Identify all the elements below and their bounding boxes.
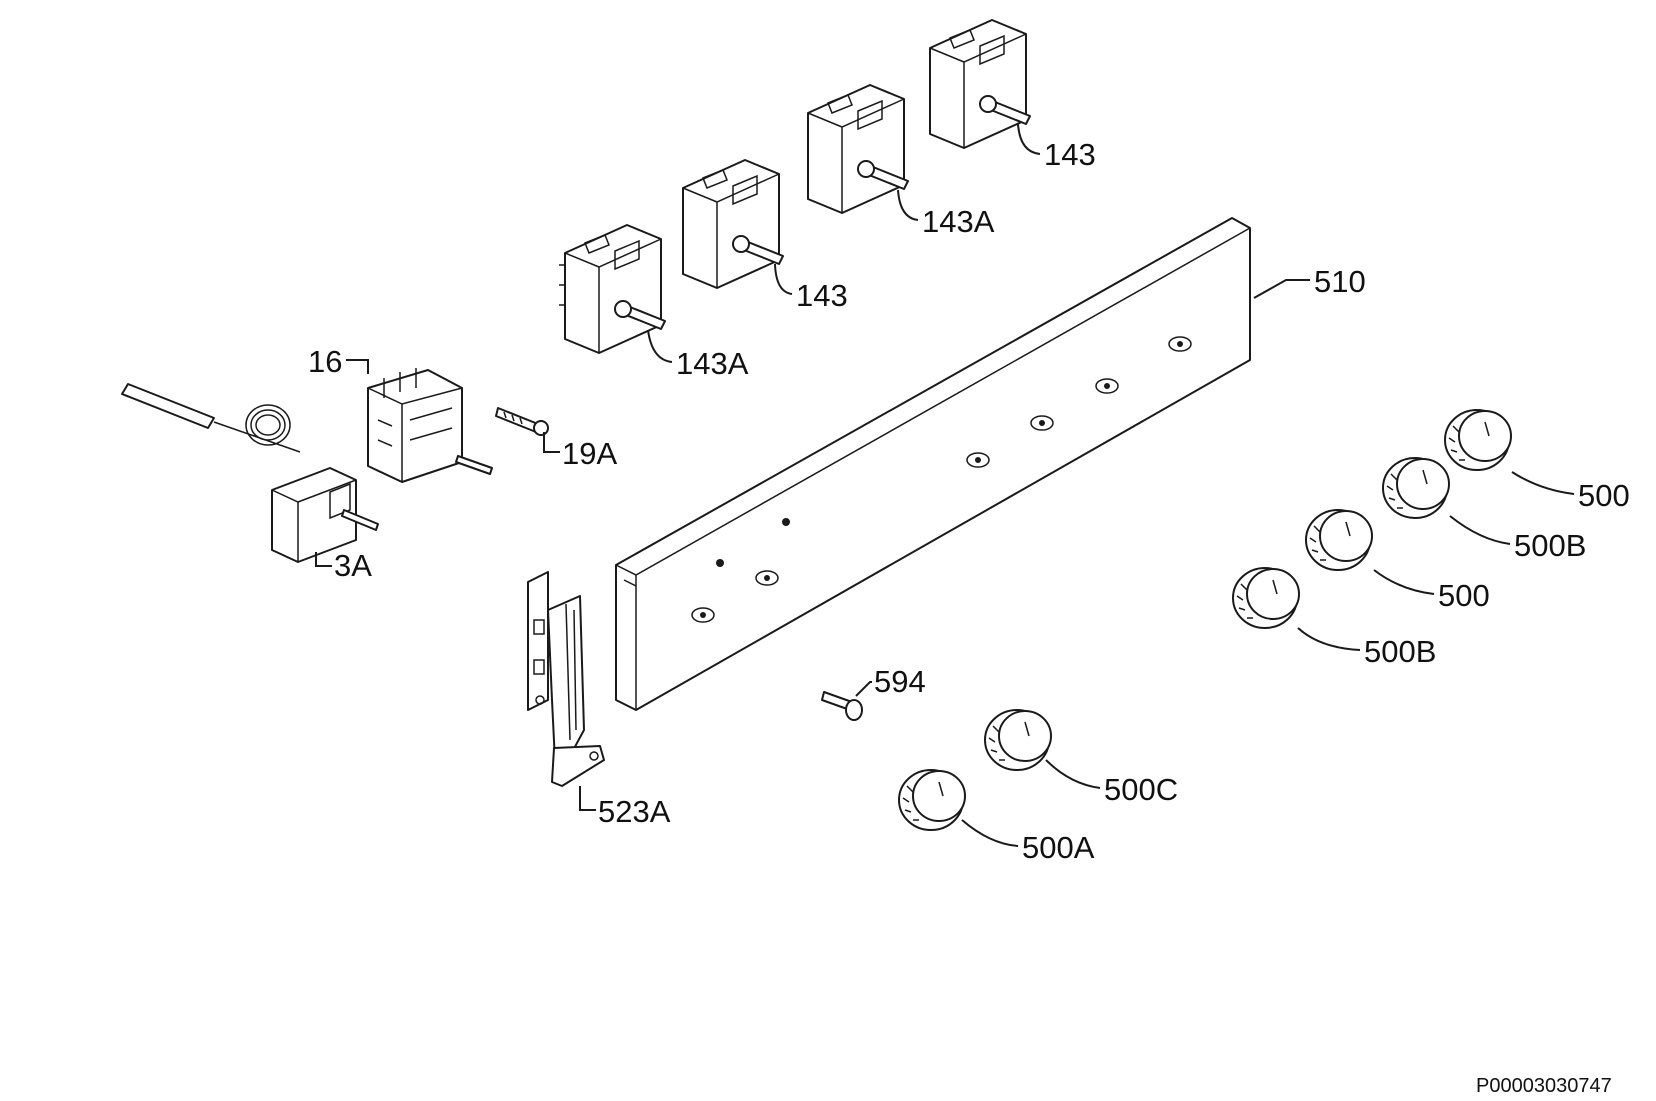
label-500b-lower: 500B [1364, 634, 1436, 669]
knob-500c [984, 709, 1052, 771]
label-500b-top: 500B [1514, 528, 1586, 563]
label-500c: 500C [1104, 772, 1178, 807]
switch-143-mid [682, 159, 784, 289]
label-500-mid: 500 [1438, 578, 1490, 613]
label-500-top: 500 [1578, 478, 1630, 513]
panel-control-holes [691, 336, 1192, 623]
knob-500-mid [1305, 509, 1373, 571]
leader-lines [315, 123, 1575, 847]
bracket-523a [527, 571, 605, 787]
label-594: 594 [874, 664, 926, 699]
pin-19a [495, 407, 549, 436]
knob-500b-lower [1232, 567, 1300, 629]
label-143-mid: 143 [796, 278, 848, 313]
part-labels: 143 143A 143 143A 510 16 19A 3A 523A 594… [308, 137, 1630, 865]
label-500a: 500A [1022, 830, 1095, 865]
label-19a: 19A [562, 436, 617, 471]
switch-143a-lower [559, 224, 666, 354]
label-16: 16 [308, 344, 342, 379]
selector-switch-16 [367, 368, 493, 483]
label-510: 510 [1314, 264, 1366, 299]
control-panel-510 [615, 217, 1251, 711]
label-3a: 3A [334, 548, 372, 583]
switch-143-top [929, 19, 1031, 149]
switch-143a-upper [807, 84, 909, 214]
knob-500b-top [1382, 457, 1450, 519]
knob-500a [898, 769, 966, 831]
label-143a-lower: 143A [676, 346, 749, 381]
knob-500-top [1444, 409, 1512, 471]
document-id: P00003030747 [1476, 1075, 1612, 1097]
label-143-top: 143 [1044, 137, 1096, 172]
thermostat-3a [121, 383, 379, 563]
label-523a: 523A [598, 794, 671, 829]
screw-594 [821, 691, 863, 721]
label-143a-upper: 143A [922, 204, 995, 239]
